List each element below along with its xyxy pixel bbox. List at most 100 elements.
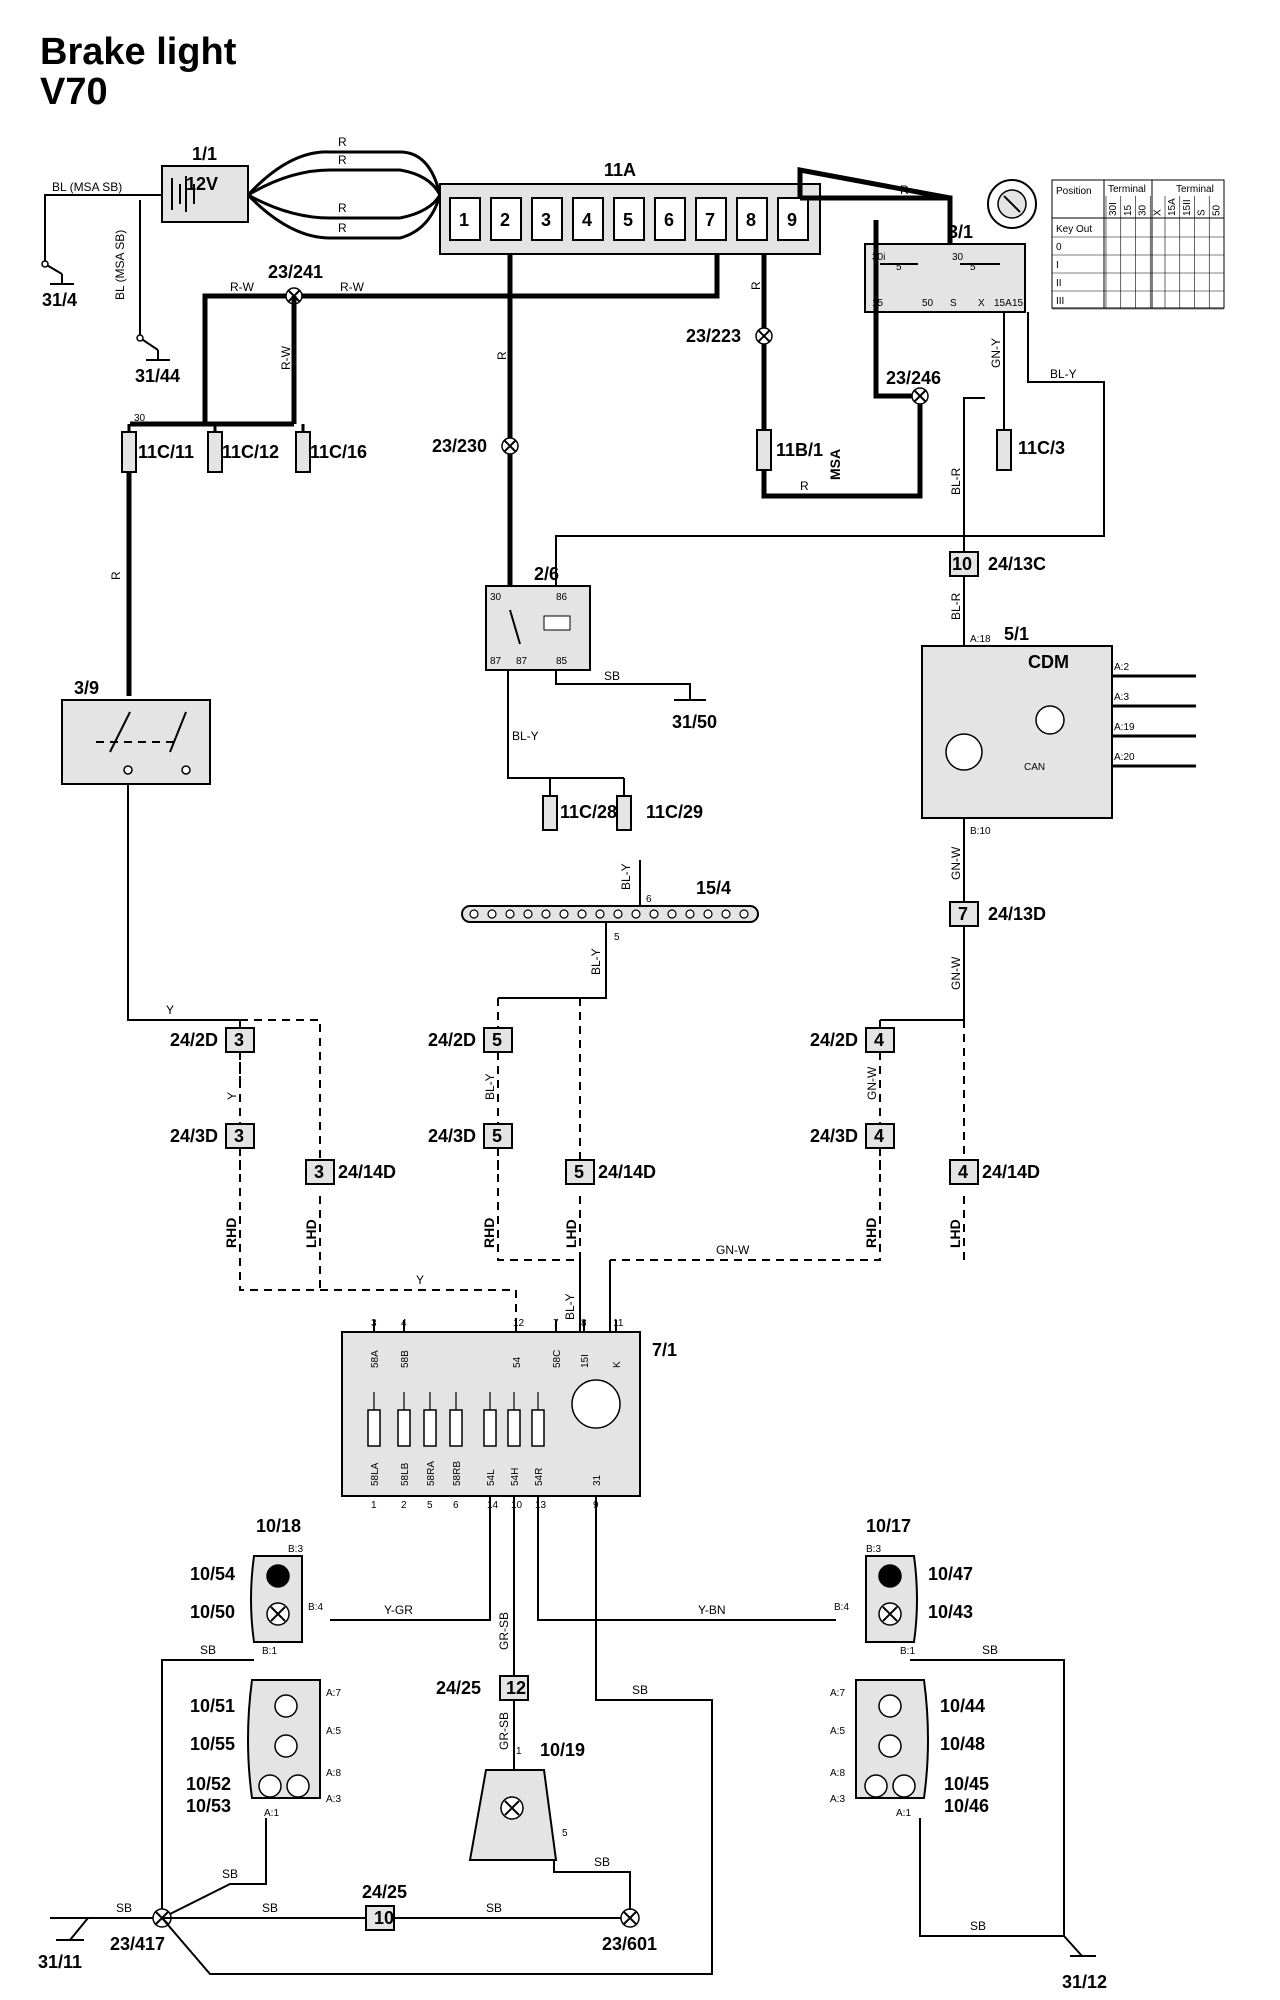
lamp-r-a5: A:5 [830,1726,845,1737]
wire-r-1: R [338,135,347,149]
conn-24-13d: 24/13D [988,904,1046,924]
rem-bot-label: 54H [510,1468,521,1486]
rem-top-pin: 7 [553,1318,559,1329]
relay-t86: 86 [556,592,568,603]
wire-r-8: R [749,281,763,290]
fuse-11c-3: 11C/3 [1018,438,1065,458]
lamp-10-51: 10/51 [190,1696,235,1716]
connector-pin: 3 [234,1126,244,1146]
relay-t87b: 87 [516,656,528,667]
splice-23-601: 23/601 [602,1934,657,1954]
table-row-label: III [1056,296,1064,307]
lamp-l-b1: B:1 [262,1646,277,1657]
fuses-11c-28-29: 11C/28 11C/29 [542,778,703,831]
rem-top-pin: 4 [401,1318,407,1329]
wire-gn-w-3: GN-W [716,1243,750,1257]
rhd-1: RHD [223,1218,239,1248]
splice-23-417: 23/417 [110,1934,165,1954]
table-col-label: 15 [1123,204,1134,216]
ign-t30: 30 [952,252,964,263]
ignition-key-icon [987,179,1037,229]
fuses-11c: 30 11C/11 11C/12 11C/16 [121,413,367,473]
fuse-slot-2-wire: 23/230 R [432,254,519,586]
cem-a2: A:2 [1114,662,1129,673]
lamp-r-b4: B:4 [834,1602,849,1613]
wire-rw-2: R-W [340,280,365,294]
relay-t30: 30 [490,592,502,603]
fuse-slot-number: 5 [623,210,633,230]
lamp-10-44: 10/44 [940,1696,985,1716]
bus-dot [631,909,641,919]
wire-sb-9: SB [982,1643,998,1657]
bus-dot [595,909,605,919]
splice-23-241: 23/241 [268,262,323,282]
fuse-slot-number: 6 [664,210,674,230]
connector-24-2d [865,1027,895,1053]
connector-24-3d-label: 24/3D [428,1126,476,1146]
fuse-slot [736,197,768,241]
table-row-label: 0 [1056,242,1062,253]
lamp-r-b1: B:1 [900,1646,915,1657]
wire-y-1: Y [166,1003,174,1017]
ign-t15i: 15I [1012,298,1026,309]
rem-bot-pin: 6 [453,1500,459,1511]
cem-name: CDM [1028,652,1069,672]
cem-b10: B:10 [970,826,991,837]
ign-tx: X [978,298,985,309]
lamp-l-b4: B:4 [308,1602,323,1613]
ign-t30i: 30i [872,252,885,263]
connector-pin: 4 [874,1030,884,1050]
connector-pin: 5 [492,1126,502,1146]
lhd-2: LHD [563,1219,579,1248]
lamp-10-52: 10/52 [186,1774,231,1794]
fuse-slot [695,197,727,241]
lamp-10-55: 10/55 [190,1734,235,1754]
switch-id: 3/9 [74,678,99,698]
wire-y-2: Y [416,1273,424,1287]
bus-dot [523,909,533,919]
connector-24-3d-label: 24/3D [810,1126,858,1146]
wire-gn-y: GN-Y [989,338,1003,368]
bus-dot [577,909,587,919]
rem-top-label: 58A [370,1350,381,1368]
cem-can: CAN [1024,762,1045,773]
table-col-label: 30I [1108,202,1119,216]
connector-24-14d-label: 24/14D [982,1162,1040,1182]
lhd-3: LHD [947,1219,963,1248]
fuse-slot-number: 4 [582,210,592,230]
connector-24-3d-label: 24/3D [170,1126,218,1146]
connector-pin: 5 [492,1030,502,1050]
rem-to-lamps-wires: Y-GR Y-BN GR-SB 12 24/25 GR-SB SB [330,1496,836,1910]
wire-sb-6: SB [262,1901,278,1915]
battery-ground-wires: 31/4 BL (MSA SB) 31/44 BL (MSA SB) [41,180,180,386]
relay-t87: 87 [490,656,502,667]
lamp-10-17: 10/17 [866,1516,911,1536]
cem-5-1: 5/1 A:18 CDM CAN A:2 A:3 A:19 A:20 B:10 [921,624,1196,837]
connector-24-2d-label: 24/2D [428,1030,476,1050]
connector-24-14d [305,1159,335,1185]
relay-t85: 85 [556,656,568,667]
fusebox-11a-id: 11A [604,160,636,180]
rem-resistor [483,1409,497,1447]
bus-dot [703,909,713,919]
rem-bot-label: 31 [592,1474,603,1486]
lamp-l-a3: A:3 [326,1794,341,1805]
connector-24-14d [949,1159,979,1185]
bus-pin-5: 5 [614,932,620,943]
rem-resistor [367,1409,381,1447]
splice-23-246: 23/246 [886,368,941,388]
rem-bot-label: 54R [534,1468,545,1486]
rem-top-label: 54 [512,1356,523,1368]
connector-pin: 3 [314,1162,324,1182]
lamp-l-a8: A:8 [326,1768,341,1779]
lamp-l-a7: A:7 [326,1688,341,1699]
wire-bl-y-6: BL-Y [483,1073,497,1100]
table-row-label: Key Out [1056,224,1092,235]
rem-top-label: K [612,1361,623,1368]
fuse-slot [777,197,809,241]
rem-resistor [507,1409,521,1447]
fuse-slot-number: 9 [787,210,797,230]
wire-gn-w-1: GN-W [949,846,963,880]
conn-24-25b-pin: 10 [374,1908,394,1928]
fuse-8-path: 23/223 R 11B/1 R MSA 23/246 [686,220,941,499]
